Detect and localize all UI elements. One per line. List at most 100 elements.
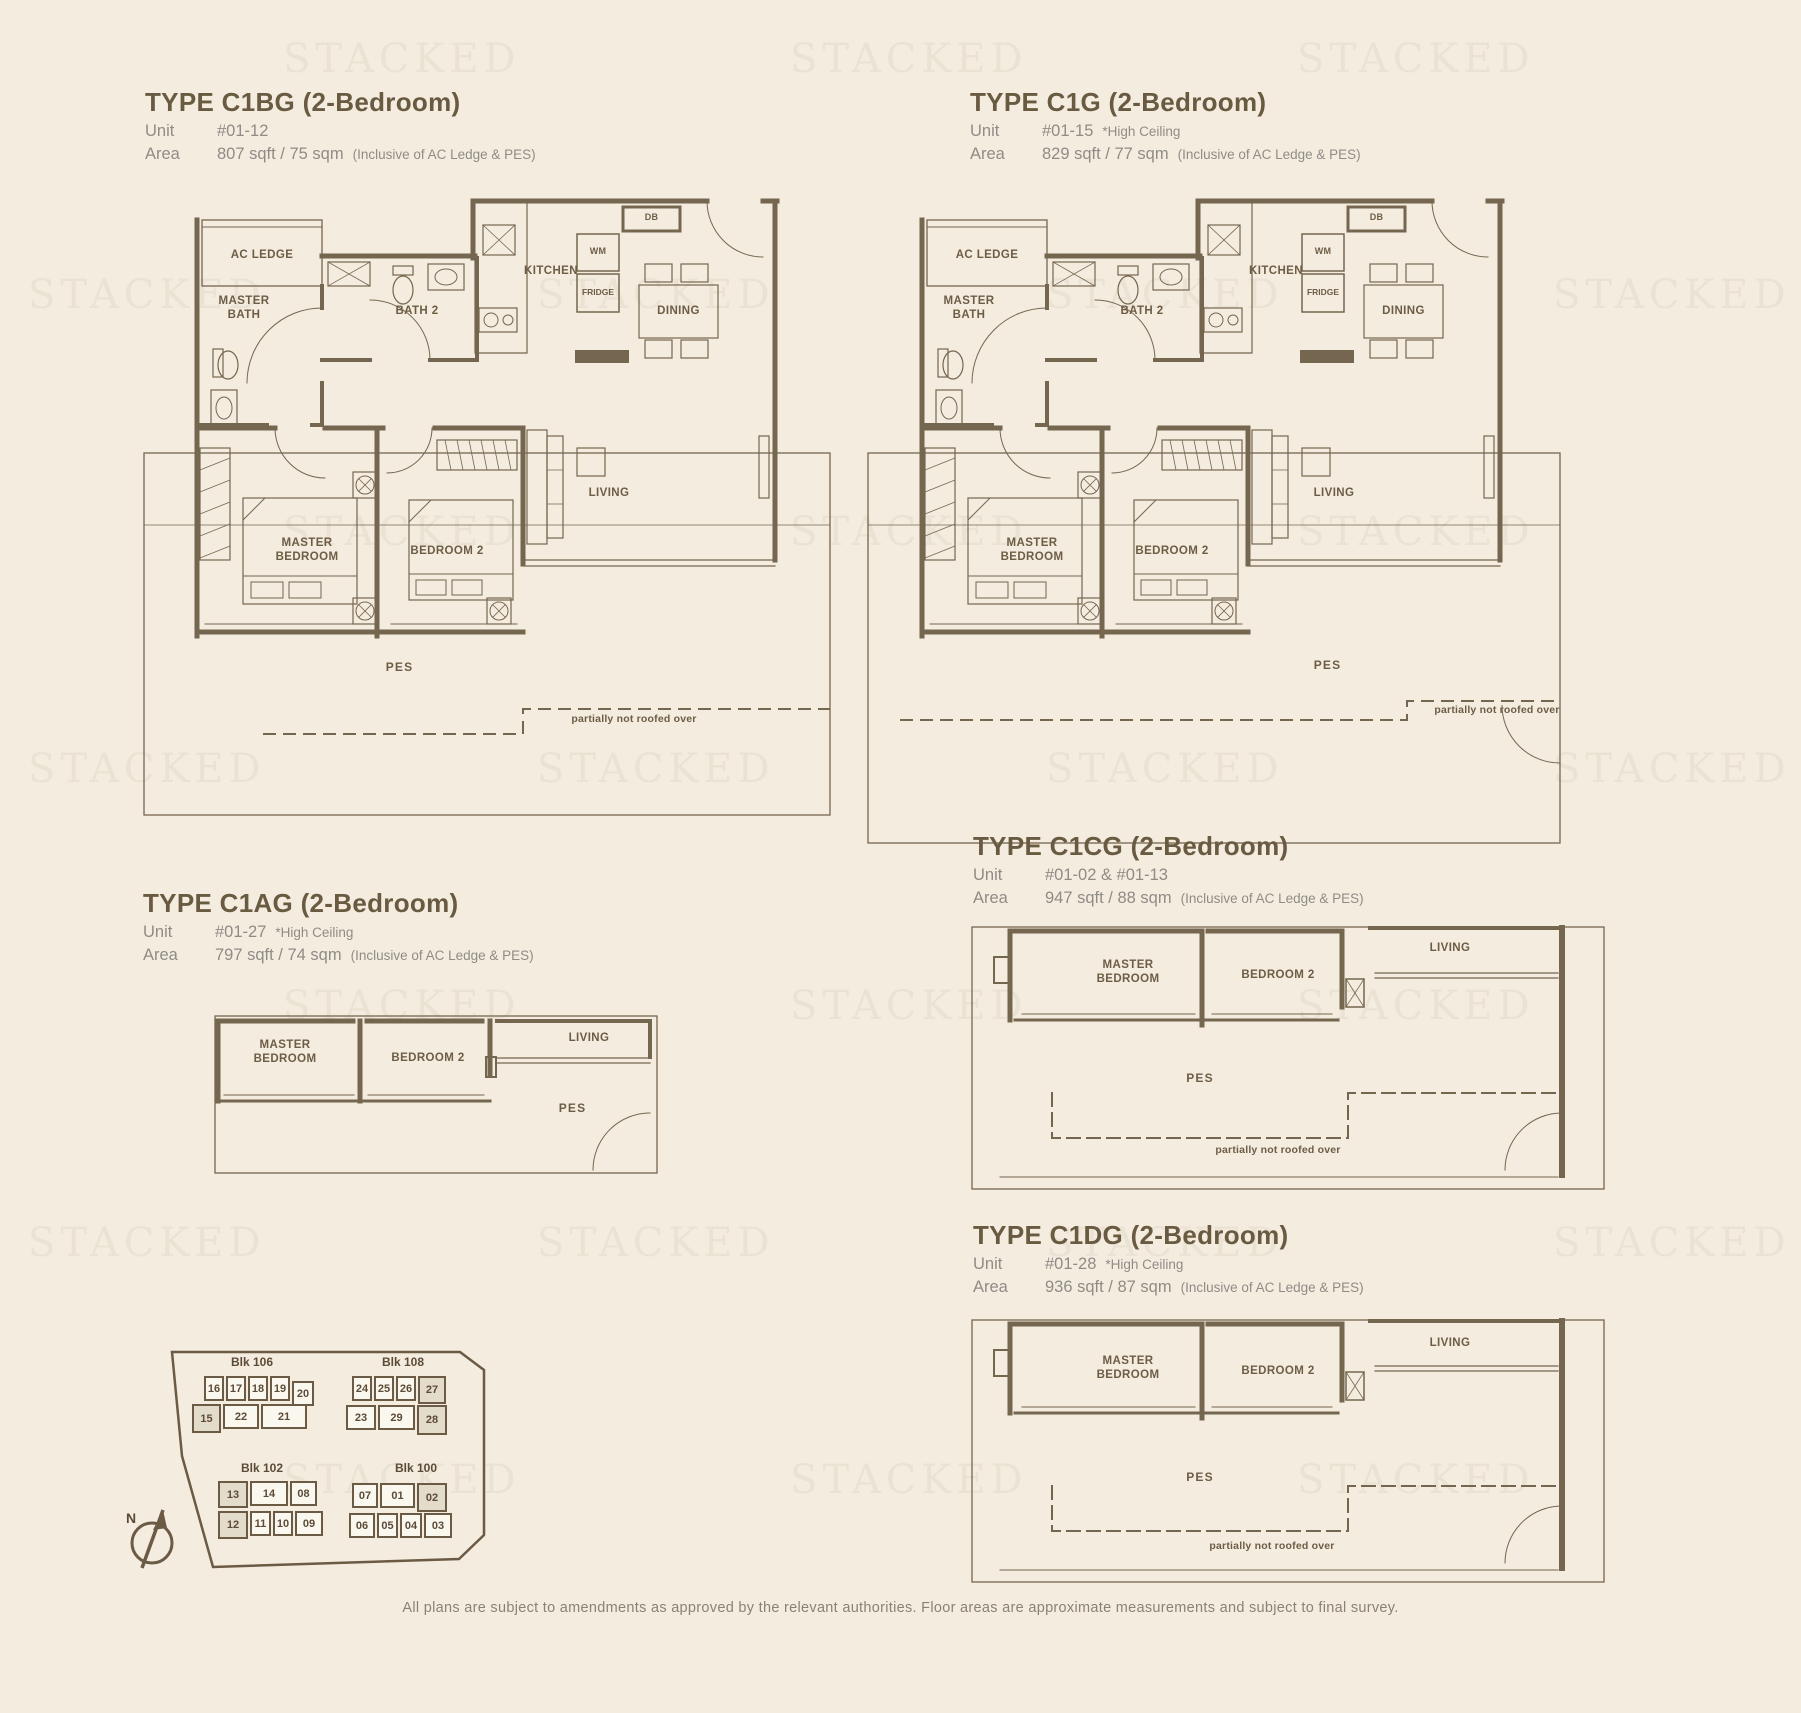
site-unit-02: 02 bbox=[417, 1483, 447, 1512]
unit-label: Unit bbox=[145, 122, 175, 140]
watermark: STACKED bbox=[790, 1457, 1028, 1503]
area-value: 829 sqft / 77 sqm bbox=[1042, 145, 1169, 163]
area-note: (Inclusive of AC Ledge & PES) bbox=[350, 948, 534, 963]
room-label-ac-ledge: AC LEDGE bbox=[955, 249, 1019, 261]
area-label: Area bbox=[145, 145, 180, 163]
site-unit-25: 25 bbox=[374, 1376, 394, 1401]
floorplan-c1bg-drawing bbox=[143, 168, 831, 816]
unit-row: Unit#01-27*High Ceiling bbox=[143, 923, 534, 942]
site-unit-10: 10 bbox=[273, 1511, 293, 1536]
room-label-master-bath: MASTER BATH bbox=[218, 295, 270, 322]
area-value: 936 sqft / 87 sqm bbox=[1045, 1278, 1172, 1296]
site-unit-11: 11 bbox=[250, 1511, 271, 1536]
room-label-living: LIVING bbox=[568, 1032, 610, 1044]
room-label-master-bedroom: MASTER BEDROOM bbox=[1096, 1355, 1160, 1382]
site-unit-06: 06 bbox=[349, 1513, 375, 1538]
label-partially-not-roofed: partially not roofed over bbox=[1434, 704, 1560, 716]
watermark: STACKED bbox=[1297, 36, 1535, 82]
site-unit-15: 15 bbox=[192, 1404, 221, 1433]
area-note: (Inclusive of AC Ledge & PES) bbox=[1177, 147, 1361, 162]
room-label-pes: PES bbox=[1186, 1071, 1214, 1085]
area-label: Area bbox=[970, 145, 1005, 163]
watermark: STACKED bbox=[1046, 272, 1284, 318]
area-row: Area 947 sqft / 88 sqm (Inclusive of AC Le… bbox=[973, 889, 1364, 908]
unit-row: Unit#01-15*High Ceiling bbox=[970, 122, 1361, 141]
site-unit-05: 05 bbox=[377, 1513, 398, 1538]
unit-type-title: TYPE C1BG (2-Bedroom) bbox=[145, 87, 461, 117]
floorplan-c1ag-drawing bbox=[214, 1015, 658, 1174]
site-boundary-and-compass: N bbox=[126, 1350, 486, 1569]
compass-north-label: N bbox=[126, 1510, 136, 1526]
room-label-pes: PES bbox=[558, 1101, 587, 1115]
unit-number: #01-28 bbox=[1045, 1255, 1097, 1273]
site-unit-16: 16 bbox=[204, 1376, 224, 1401]
site-unit-04: 04 bbox=[400, 1513, 422, 1538]
unit-label: Unit bbox=[970, 122, 1000, 140]
block-label: Blk 106 bbox=[230, 1355, 274, 1369]
room-label-bedroom-2: BEDROOM 2 bbox=[1135, 545, 1209, 557]
room-label-fridge: FRIDGE bbox=[581, 287, 615, 297]
site-unit-14: 14 bbox=[250, 1481, 288, 1506]
block-label: Blk 102 bbox=[240, 1461, 284, 1475]
room-label-bedroom-2: BEDROOM 2 bbox=[410, 545, 484, 557]
label-partially-not-roofed: partially not roofed over bbox=[571, 713, 697, 725]
unit-label: Unit bbox=[973, 866, 1003, 884]
floorplan-c1ag: MASTER BEDROOM BEDROOM 2 LIVING PES bbox=[210, 1013, 670, 1183]
room-label-pes: PES bbox=[1313, 658, 1342, 672]
unit-header-c1ag: TYPE C1AG (2-Bedroom) Unit#01-27*High Ce… bbox=[143, 888, 534, 965]
room-label-bath-2: BATH 2 bbox=[1120, 305, 1164, 317]
area-note: (Inclusive of AC Ledge & PES) bbox=[352, 147, 536, 162]
room-label-kitchen: KITCHEN bbox=[1249, 265, 1303, 277]
site-unit-22: 22 bbox=[223, 1404, 259, 1429]
room-label-bedroom-2: BEDROOM 2 bbox=[1241, 969, 1315, 981]
watermark: STACKED bbox=[1553, 272, 1791, 318]
room-label-fridge: FRIDGE bbox=[1306, 287, 1340, 297]
floorplan-c1cg: MASTER BEDROOM BEDROOM 2 LIVING PES part… bbox=[970, 925, 1615, 1195]
area-label: Area bbox=[973, 889, 1008, 907]
unit-row: Unit#01-02 & #01-13 bbox=[973, 866, 1364, 885]
watermark: STACKED bbox=[283, 509, 521, 555]
site-unit-08: 08 bbox=[290, 1481, 317, 1506]
room-label-wm: WM bbox=[589, 246, 607, 256]
area-label: Area bbox=[973, 1278, 1008, 1296]
north-compass-icon: N bbox=[126, 1509, 174, 1569]
area-note: (Inclusive of AC Ledge & PES) bbox=[1180, 1280, 1364, 1295]
floorplan-c1g: AC LEDGE MASTER BATH BATH 2 KITCHEN WM F… bbox=[850, 168, 1580, 858]
watermark: STACKED bbox=[28, 272, 266, 318]
watermark: STACKED bbox=[1046, 746, 1284, 792]
watermark: STACKED bbox=[283, 36, 521, 82]
watermark: STACKED bbox=[1297, 1457, 1535, 1503]
room-label-living: LIVING bbox=[1429, 1337, 1471, 1349]
unit-note: *High Ceiling bbox=[1105, 1257, 1184, 1272]
room-label-master-bedroom: MASTER BEDROOM bbox=[1000, 537, 1064, 564]
unit-type-title: TYPE C1DG (2-Bedroom) bbox=[973, 1220, 1289, 1250]
unit-label: Unit bbox=[143, 923, 173, 941]
site-unit-07: 07 bbox=[352, 1483, 378, 1508]
label-partially-not-roofed: partially not roofed over bbox=[1209, 1540, 1335, 1552]
site-unit-26: 26 bbox=[396, 1376, 416, 1401]
unit-number: #01-15 bbox=[1042, 122, 1094, 140]
area-note: (Inclusive of AC Ledge & PES) bbox=[1180, 891, 1364, 906]
unit-number: #01-12 bbox=[217, 122, 269, 140]
watermark: STACKED bbox=[790, 983, 1028, 1029]
room-label-dining: DINING bbox=[657, 305, 700, 317]
room-label-bedroom-2: BEDROOM 2 bbox=[391, 1052, 465, 1064]
block-label: Blk 100 bbox=[394, 1461, 438, 1475]
site-unit-29: 29 bbox=[378, 1405, 415, 1430]
area-label: Area bbox=[143, 946, 178, 964]
room-label-db: DB bbox=[644, 212, 659, 222]
room-label-dining: DINING bbox=[1382, 305, 1425, 317]
room-label-bedroom-2: BEDROOM 2 bbox=[1241, 1365, 1315, 1377]
site-unit-24: 24 bbox=[352, 1376, 372, 1401]
site-unit-28: 28 bbox=[417, 1405, 447, 1435]
site-unit-09: 09 bbox=[295, 1511, 323, 1536]
site-unit-18: 18 bbox=[248, 1376, 268, 1401]
site-unit-12: 12 bbox=[218, 1511, 248, 1539]
watermark: STACKED bbox=[790, 509, 1028, 555]
unit-header-c1dg: TYPE C1DG (2-Bedroom) Unit#01-28*High Ce… bbox=[973, 1220, 1364, 1297]
room-label-pes: PES bbox=[385, 660, 414, 674]
area-value: 947 sqft / 88 sqm bbox=[1045, 889, 1172, 907]
site-unit-03: 03 bbox=[424, 1513, 452, 1538]
